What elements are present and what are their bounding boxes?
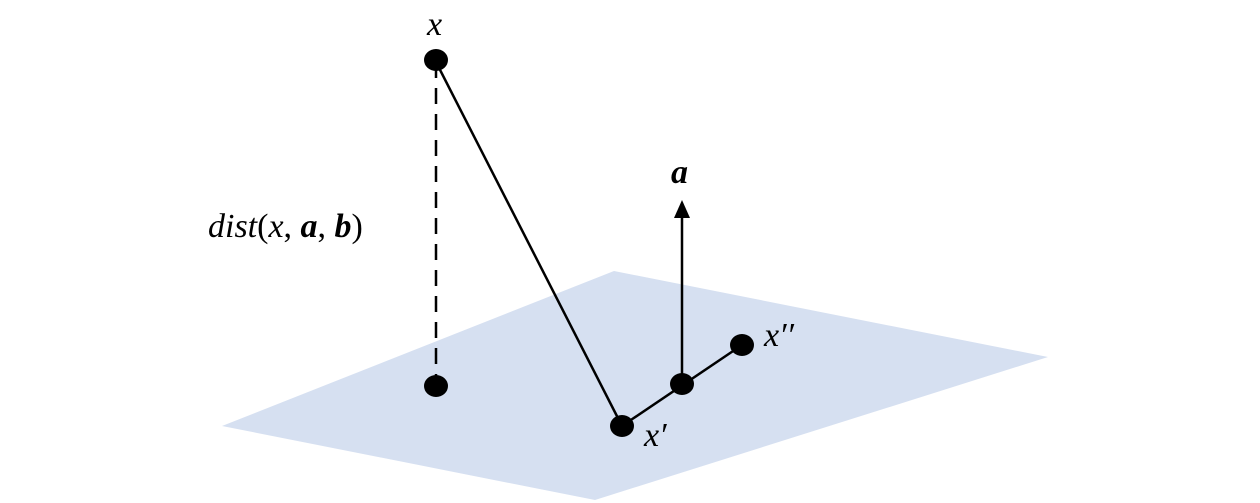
label-dist: dist(x, a, b): [208, 208, 363, 245]
point-foot-of-perpendicular: [424, 375, 448, 397]
label-x-double-prime: x′′: [763, 317, 795, 354]
label-dist-arg-x: x: [267, 208, 283, 245]
label-dist-sep2: ,: [318, 208, 335, 245]
point-x-double-prime: [730, 334, 754, 356]
segment-x-to-x-prime: [434, 61, 624, 427]
label-dist-close: ): [352, 208, 363, 245]
point-vector-base: [670, 373, 694, 395]
label-a: a: [671, 154, 688, 191]
label-x-prime: x′: [643, 417, 667, 454]
label-x: x: [426, 6, 442, 43]
label-dist-sep1: ,: [284, 208, 301, 245]
label-dist-open: (: [257, 208, 268, 245]
point-x-prime: [610, 415, 634, 437]
label-dist-arg-b: b: [335, 208, 352, 245]
point-x: [424, 49, 448, 71]
normal-vector-a-arrowhead: [674, 200, 690, 218]
label-dist-func: dist: [208, 208, 259, 245]
hyperplane: [222, 271, 1048, 500]
label-dist-arg-a: a: [301, 208, 318, 245]
